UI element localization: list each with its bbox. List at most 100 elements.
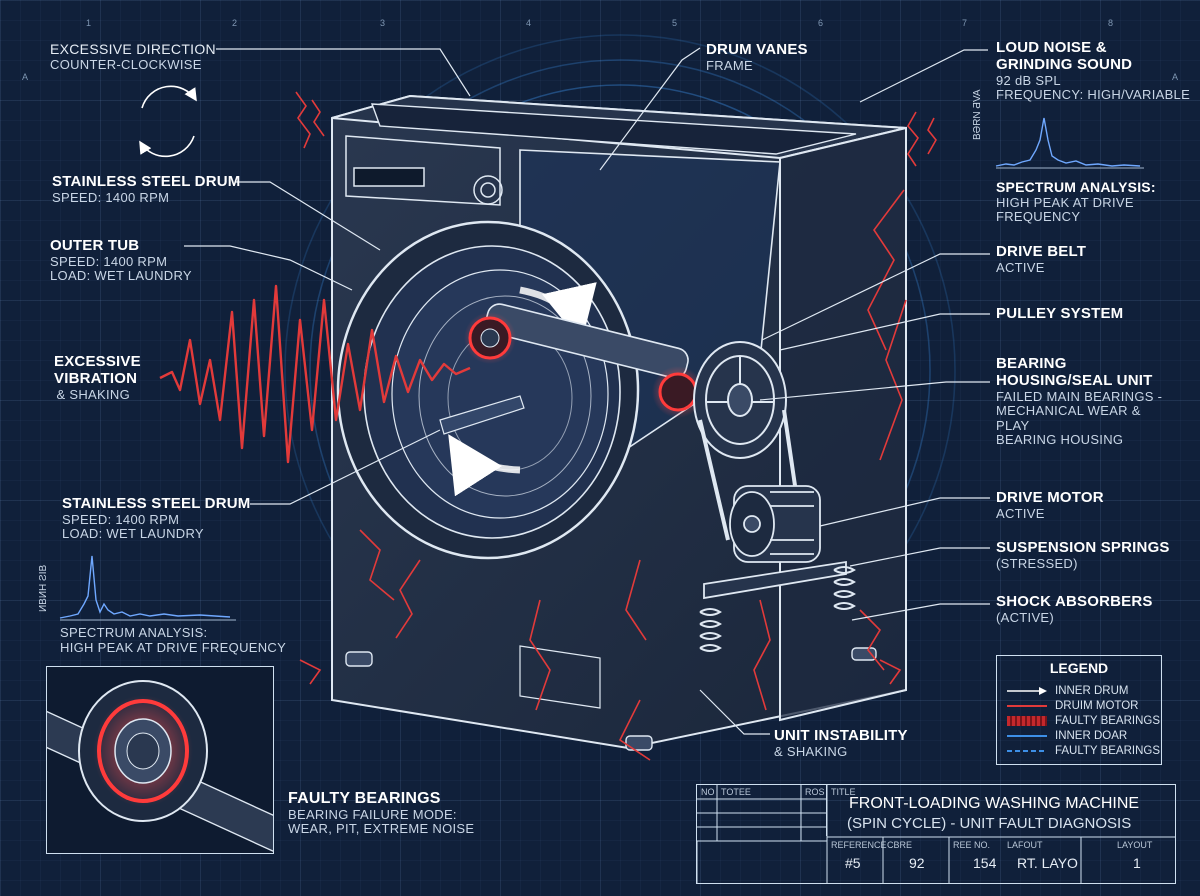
drawing-title-line-1: FRONT-LOADING WASHING MACHINE <box>849 795 1140 812</box>
frame-mark-side: A <box>1172 72 1179 82</box>
drum-vanes-sub: FRAME <box>706 57 753 73</box>
excessive-direction-sub: COUNTER-CLOCKWISE <box>50 56 202 72</box>
spectrum-chart-left <box>59 555 236 621</box>
bearing-housing-sub-4: BEARING HOUSING <box>996 432 1124 448</box>
pulley-system-callout: PULLEY SYSTEM <box>996 305 1124 323</box>
drive-shaft <box>464 303 704 418</box>
excessive-vibration-sub: & SHAKING <box>56 386 130 402</box>
pulley-system-title: PULLEY SYSTEM <box>996 305 1124 322</box>
spectrum-chart-right <box>995 117 1144 169</box>
bearing-housing-title-1: BEARING <box>996 355 1067 372</box>
loud-noise-title-2: GRINDING SOUND <box>996 55 1133 73</box>
legend-item: FAULTY BEARINGS <box>1007 745 1160 757</box>
spectrum-left-callout: SPECTRUM ANALYSIS: HIGH PEAK AT DRIVE FR… <box>60 625 287 655</box>
faulty-bearings-sub-1: BEARING FAILURE MODE: <box>288 806 457 822</box>
drive-belt-title: DRIVE BELT <box>996 243 1087 260</box>
title-block-col-title: TITLE <box>831 787 856 797</box>
outer-tub-sub-2: LOAD: WET LAUNDRY <box>50 268 192 284</box>
rotation-direction-icon <box>139 85 197 158</box>
faulty-bearing-inset <box>46 666 274 854</box>
drum-vanes-title: DRUM VANES <box>706 41 808 58</box>
excessive-vibration-title-2: VIBRATION <box>54 369 138 387</box>
frame-mark: 6 <box>818 18 824 28</box>
unit-instability-sub: & SHAKING <box>774 743 848 759</box>
legend-arrow-swatch <box>1007 686 1047 696</box>
spectrum-right-title: SPECTRUM ANALYSIS: <box>996 179 1156 195</box>
stainless-drum-bottom-callout: STAINLESS STEEL DRUM SPEED: 1400 RPM LOA… <box>62 495 251 542</box>
frame-mark: 2 <box>232 18 238 28</box>
excessive-vibration-callout: EXCESSIVE VIBRATION & SHAKING <box>54 353 141 402</box>
stainless-drum-top-callout: STAINLESS STEEL DRUM SPEED: 1400 RPM <box>52 173 241 205</box>
stainless-drum-top-title: STAINLESS STEEL DRUM <box>52 173 241 190</box>
control-panel <box>345 135 503 206</box>
drive-belt-sub: ACTIVE <box>996 259 1045 275</box>
outer-tub-sub-1: SPEED: 1400 RPM <box>50 253 168 269</box>
field-value-lafout: RT. LAYO <box>1017 855 1078 871</box>
outer-tub-callout: OUTER TUB SPEED: 1400 RPM LOAD: WET LAUN… <box>50 237 192 284</box>
bearing-housing-sub-2: MECHANICAL WEAR & <box>996 403 1141 419</box>
field-label-layout: LAYOUT <box>1117 840 1153 850</box>
frame-mark: 1 <box>86 18 92 28</box>
stainless-drum-bottom-title: STAINLESS STEEL DRUM <box>62 495 251 512</box>
spectrum-left-title: SPECTRUM ANALYSIS: <box>60 625 208 640</box>
drive-motor-title: DRIVE MOTOR <box>996 489 1104 506</box>
shock-absorbers-callout: SHOCK ABSORBERS (ACTIVE) <box>996 593 1153 625</box>
suspension-springs-sub: (STRESSED) <box>996 555 1078 571</box>
legend-item-label: FAULTY BEARINGS <box>1055 745 1161 757</box>
field-value-cbre: 92 <box>909 855 925 871</box>
stress-cracks <box>295 91 937 761</box>
spectrum-right-axis-label: BƏRN ƋVA <box>972 89 983 140</box>
field-value-layout: 1 <box>1133 855 1141 871</box>
loud-noise-sub-2: FREQUENCY: HIGH/VARIABLE <box>996 87 1191 103</box>
field-label-lafout: LAFOUT <box>1007 840 1043 850</box>
spectrum-right-callout: SPECTRUM ANALYSIS: HIGH PEAK AT DRIVE FR… <box>996 179 1156 225</box>
loud-noise-callout: LOUD NOISE & GRINDING SOUND 92 dB SPL FR… <box>996 39 1191 103</box>
legend-item-label: INNER DOAR <box>1055 730 1128 742</box>
bearing-closeup <box>47 680 273 852</box>
drawing-title-line-2: (SPIN CYCLE) - UNIT FAULT DIAGNOSIS <box>847 815 1132 832</box>
motor <box>703 485 847 600</box>
field-value-reference: #5 <box>845 855 861 871</box>
feet <box>345 647 877 751</box>
field-label-ree-no: REE NO. <box>953 840 991 850</box>
legend-title: LEGEND <box>1049 660 1109 676</box>
legend-item: INNER DRUM <box>1007 685 1128 697</box>
legend-item: DRUIM MOTOR <box>1007 700 1138 712</box>
shock-absorbers-sub: (ACTIVE) <box>996 609 1055 625</box>
legend-dash-swatch <box>1007 746 1047 756</box>
loud-noise-title-1: LOUD NOISE & <box>996 39 1107 56</box>
stainless-drum-bottom-sub-2: LOAD: WET LAUNDRY <box>62 526 204 542</box>
leader-lines <box>184 47 990 735</box>
bearing-housing-sub-1: FAILED MAIN BEARINGS - <box>996 388 1163 404</box>
spectrum-right-sub-1: HIGH PEAK AT DRIVE <box>996 194 1134 210</box>
outer-tub-title: OUTER TUB <box>50 237 140 254</box>
frame-mark: 4 <box>526 18 532 28</box>
title-block-grid <box>697 785 1175 883</box>
vibration-signal <box>159 284 471 464</box>
title-block-col-ros: ROS <box>805 787 825 797</box>
legend-line-swatch <box>1007 701 1047 711</box>
spectrum-right-sub-2: FREQUENCY <box>996 209 1081 225</box>
excessive-direction-callout: EXCESSIVE DIRECTION COUNTER-CLOCKWISE <box>50 41 216 72</box>
legend-item: FAULTY BEARINGS <box>1007 715 1160 727</box>
drive-belt-callout: DRIVE BELT ACTIVE <box>996 243 1087 275</box>
stainless-drum-top-sub: SPEED: 1400 RPM <box>52 189 170 205</box>
drum-vanes-callout: DRUM VANES FRAME <box>706 41 808 73</box>
springs <box>699 566 856 652</box>
spectrum-left-sub: HIGH PEAK AT DRIVE FREQUENCY <box>60 639 287 655</box>
stainless-drum-bottom-sub-1: SPEED: 1400 RPM <box>62 511 180 527</box>
title-block-col-no: NO <box>701 787 715 797</box>
faulty-bearings-sub-2: WEAR, PIT, EXTREME NOISE <box>288 821 475 837</box>
legend: LEGEND INNER DRUM DRUIM MOTOR FAULTY BEA… <box>996 655 1162 765</box>
unit-instability-callout: UNIT INSTABILITY & SHAKING <box>774 727 908 759</box>
loud-noise-sub-1: 92 dB SPL <box>996 72 1061 88</box>
title-block-col-totee: TOTEE <box>721 787 751 797</box>
field-label-reference: REFERENCE <box>831 840 887 850</box>
drive-motor-sub: ACTIVE <box>996 505 1045 521</box>
legend-line-swatch <box>1007 731 1047 741</box>
bearing-housing-title-2: HOUSING/SEAL UNIT <box>996 371 1153 389</box>
legend-item-label: FAULTY BEARINGS <box>1055 715 1161 727</box>
field-value-ree-no: 154 <box>973 855 997 871</box>
